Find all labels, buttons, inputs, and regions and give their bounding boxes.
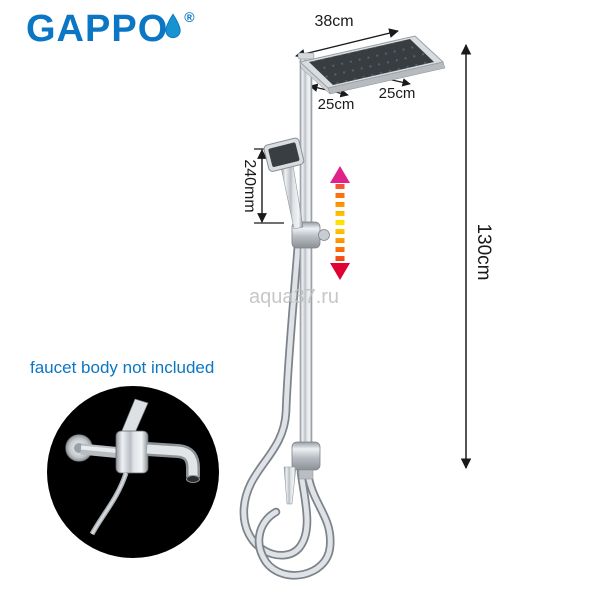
brand-logo: GAPPO ®: [26, 8, 195, 50]
faucet-spout-outlet: [186, 475, 200, 483]
dimension-head-width: 38cm: [295, 13, 399, 59]
rail-height-label: 130cm: [473, 223, 494, 280]
head-width-label: 38cm: [314, 13, 353, 30]
brand-name: GAPPO: [26, 8, 169, 50]
watermark-text: aqua37.ru: [249, 286, 339, 308]
water-drop-icon: [165, 13, 181, 39]
head-left-label: 25cm: [318, 96, 355, 113]
hand-shower-label: 240mm: [241, 159, 258, 212]
shower-rail: [297, 52, 339, 471]
height-adjustable-arrow: [330, 166, 350, 280]
faucet-note: faucet body not included: [30, 358, 215, 377]
registered-mark: ®: [184, 9, 195, 25]
hand-shower-face: [268, 142, 300, 167]
hand-shower-handle: [280, 164, 304, 230]
shower-hoses: [239, 227, 335, 580]
rain-shower-head: [298, 35, 446, 95]
dimension-rail-height: 130cm: [460, 43, 494, 470]
head-right-label: 25cm: [379, 85, 416, 102]
faucet-inset: [47, 386, 219, 558]
rail-bar: [299, 55, 313, 471]
bottom-connector: [283, 441, 321, 505]
faucet-body: [115, 430, 149, 474]
hand-shower: [263, 137, 305, 230]
slider-bracket: [291, 221, 330, 249]
